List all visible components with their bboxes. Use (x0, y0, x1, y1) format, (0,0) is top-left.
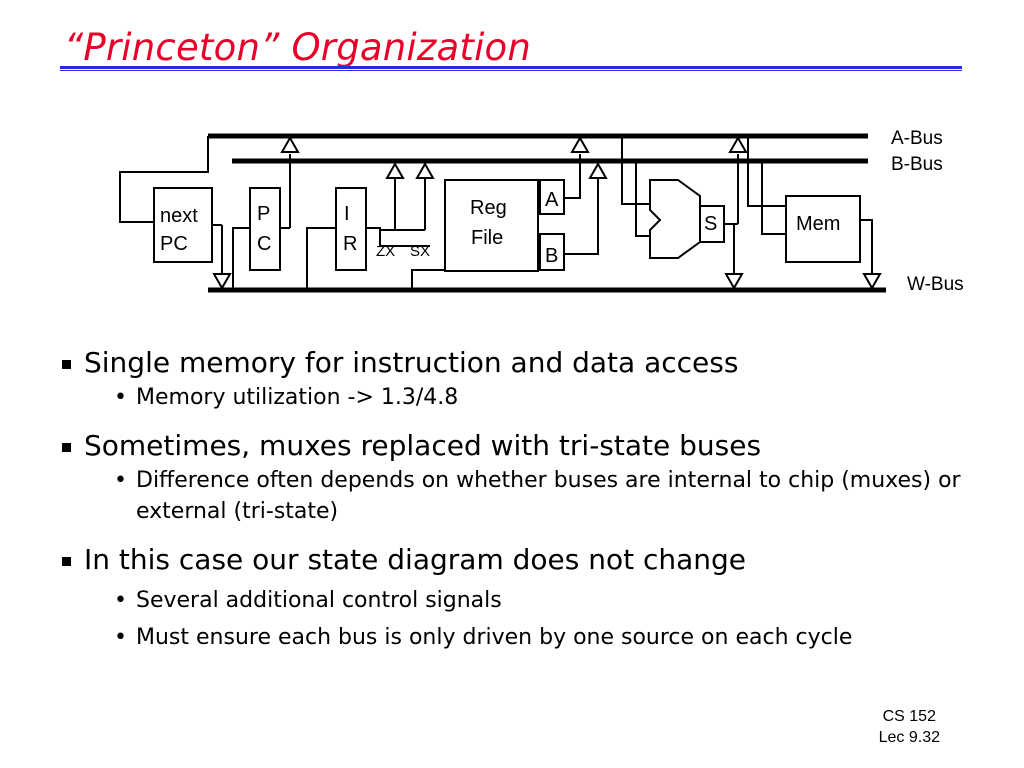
bullet-1: Single memory for instruction and data a… (60, 344, 1000, 382)
mem-w-bus-tristate (862, 273, 882, 291)
sub-bullet-3-1: •Several additional control signals (60, 585, 1000, 616)
mem-box (785, 195, 861, 263)
reg-b-tristate (588, 161, 608, 179)
slide-title: “Princeton” Organization (64, 26, 532, 69)
dot-bullet-icon: • (114, 385, 127, 410)
mem-label: Mem (796, 213, 840, 235)
zx-label: ZX (376, 243, 395, 260)
sub-bullet-3-2: •Must ensure each bus is only driven by … (60, 622, 1000, 653)
w-bus-label: W-Bus (907, 274, 964, 295)
reg-a-label: A (545, 189, 559, 211)
zx-tristate (385, 161, 405, 179)
title-underline (60, 66, 962, 69)
sx-label: SX (410, 243, 430, 260)
next-pc-input-wire (119, 136, 209, 223)
next-pc-label-1: next (160, 205, 198, 227)
next-pc-label-2: PC (160, 233, 188, 255)
next-pc-tristate (212, 273, 232, 291)
ir-label-2: R (343, 233, 357, 255)
pc-a-bus-tristate (280, 135, 300, 153)
lecture-label: Lec 9.32 (878, 729, 940, 746)
dot-bullet-icon: • (114, 468, 127, 493)
alu-a-bus-tristate (728, 135, 748, 153)
square-bullet-icon (62, 557, 71, 566)
alu-s-box (699, 205, 725, 243)
bullet-list: Single memory for instruction and data a… (60, 344, 1000, 653)
sub-bullet-2-1: •Difference often depends on whether bus… (60, 465, 1000, 527)
bullet-2: Sometimes, muxes replaced with tri-state… (60, 427, 1000, 465)
square-bullet-icon (62, 360, 71, 369)
b-bus-label: B-Bus (891, 154, 943, 175)
bullet-3: In this case our state diagram does not … (60, 541, 1000, 579)
ir-label-1: I (344, 203, 350, 225)
reg-file-box (444, 179, 539, 272)
pc-box (249, 187, 281, 271)
reg-file-label-2: File (471, 227, 503, 249)
reg-a-box (539, 179, 565, 215)
pc-label-1: P (257, 203, 270, 225)
dot-bullet-icon: • (114, 625, 127, 650)
pc-label-2: C (257, 233, 271, 255)
reg-b-label: B (545, 245, 558, 267)
alu-s-label: S (704, 213, 717, 235)
square-bullet-icon (62, 443, 71, 452)
ir-box (335, 187, 367, 271)
reg-a-tristate (570, 135, 590, 153)
sx-tristate (415, 161, 435, 179)
alu-w-bus-tristate (724, 273, 744, 291)
sub-bullet-1-1: •Memory utilization -> 1.3/4.8 (60, 382, 1000, 413)
a-bus-label: A-Bus (891, 128, 943, 149)
datapath-diagram: A-Bus B-Bus W-Bus next PC P C I R ZX SX … (119, 128, 964, 295)
reg-b-box (539, 233, 565, 271)
title-underline-thin (60, 70, 962, 71)
slide-footer: CS 152 Lec 9.32 (879, 706, 940, 748)
course-label: CS 152 (882, 708, 936, 725)
dot-bullet-icon: • (114, 588, 127, 613)
reg-file-label-1: Reg (470, 197, 507, 219)
alu-shape (649, 179, 701, 259)
